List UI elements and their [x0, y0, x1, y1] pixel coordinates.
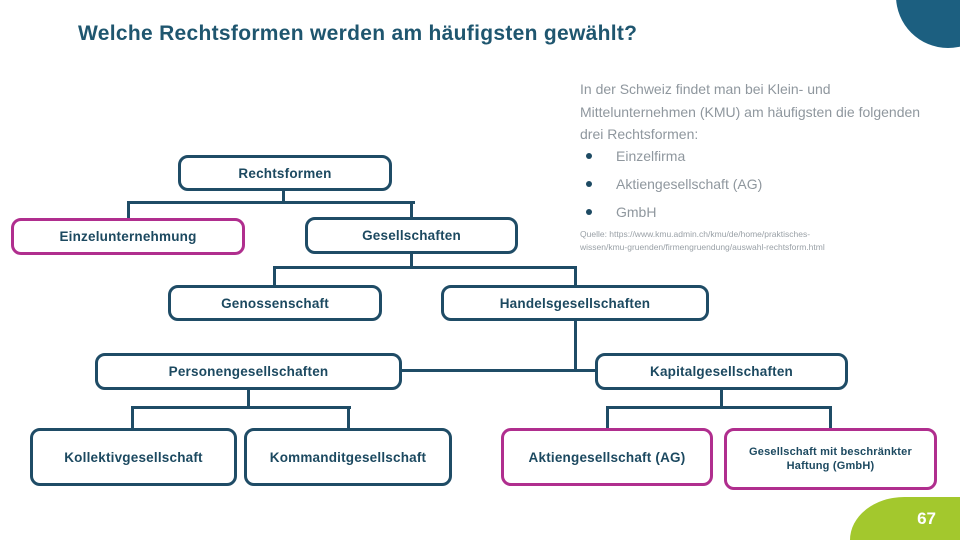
bullet-label: Aktiengesellschaft (AG)	[616, 176, 763, 192]
connector-line	[606, 406, 832, 409]
connector-line	[574, 266, 577, 285]
source-note: Quelle: https://www.kmu.admin.ch/kmu/de/…	[580, 229, 825, 253]
bullet-label: GmbH	[616, 204, 657, 220]
connector-line	[410, 201, 413, 217]
connector-line	[829, 406, 832, 428]
tree-node-handelsgesellschaften: Handelsgesellschaften	[441, 285, 709, 321]
page-number-badge: 67	[850, 497, 960, 540]
bullet-label: Einzelfirma	[616, 148, 686, 164]
connector-line	[347, 406, 350, 428]
list-item: Einzelfirma	[580, 148, 762, 164]
intro-paragraph: In der Schweiz findet man bei Klein- und…	[580, 81, 921, 143]
tree-node-gmbh: Gesellschaft mit beschränkter Haftung (G…	[724, 428, 937, 490]
slide-title: Welche Rechtsformen werden am häufigsten…	[78, 22, 638, 45]
connector-line	[402, 369, 595, 372]
tree-node-rechtsformen: Rechtsformen	[178, 155, 392, 191]
tree-node-personengesellschaften: Personengesellschaften	[95, 353, 402, 390]
tree-node-kapitalgesellschaften: Kapitalgesellschaften	[595, 353, 848, 390]
connector-line	[282, 191, 285, 204]
connector-line	[247, 390, 250, 408]
connector-line	[127, 201, 415, 204]
bullet-list: Einzelfirma Aktiengesellschaft (AG) GmbH	[580, 148, 762, 220]
connector-line	[720, 390, 723, 408]
connector-line	[273, 266, 577, 269]
page-number: 67	[917, 508, 936, 528]
connector-line	[127, 201, 130, 218]
connector-line	[131, 406, 134, 428]
tree-node-gesellschaften: Gesellschaften	[305, 217, 518, 254]
tree-node-einzelunternehmung: Einzelunternehmung	[11, 218, 245, 255]
list-item: GmbH	[580, 204, 762, 220]
tree-node-genossenschaft: Genossenschaft	[168, 285, 382, 321]
connector-line	[574, 321, 577, 372]
corner-circle-decoration	[896, 0, 960, 48]
list-item: Aktiengesellschaft (AG)	[580, 176, 762, 192]
tree-node-aktiengesellschaft-ag: Aktiengesellschaft (AG)	[501, 428, 713, 486]
bullet-dot-icon	[586, 153, 592, 159]
connector-line	[410, 254, 413, 268]
connector-line	[606, 406, 609, 428]
tree-node-kommanditgesellschaft: Kommanditgesellschaft	[244, 428, 452, 486]
connector-line	[273, 266, 276, 285]
bullet-dot-icon	[586, 209, 592, 215]
tree-node-kollektivgesellschaft: Kollektivgesellschaft	[30, 428, 237, 486]
bullet-dot-icon	[586, 181, 592, 187]
connector-line	[131, 406, 351, 409]
